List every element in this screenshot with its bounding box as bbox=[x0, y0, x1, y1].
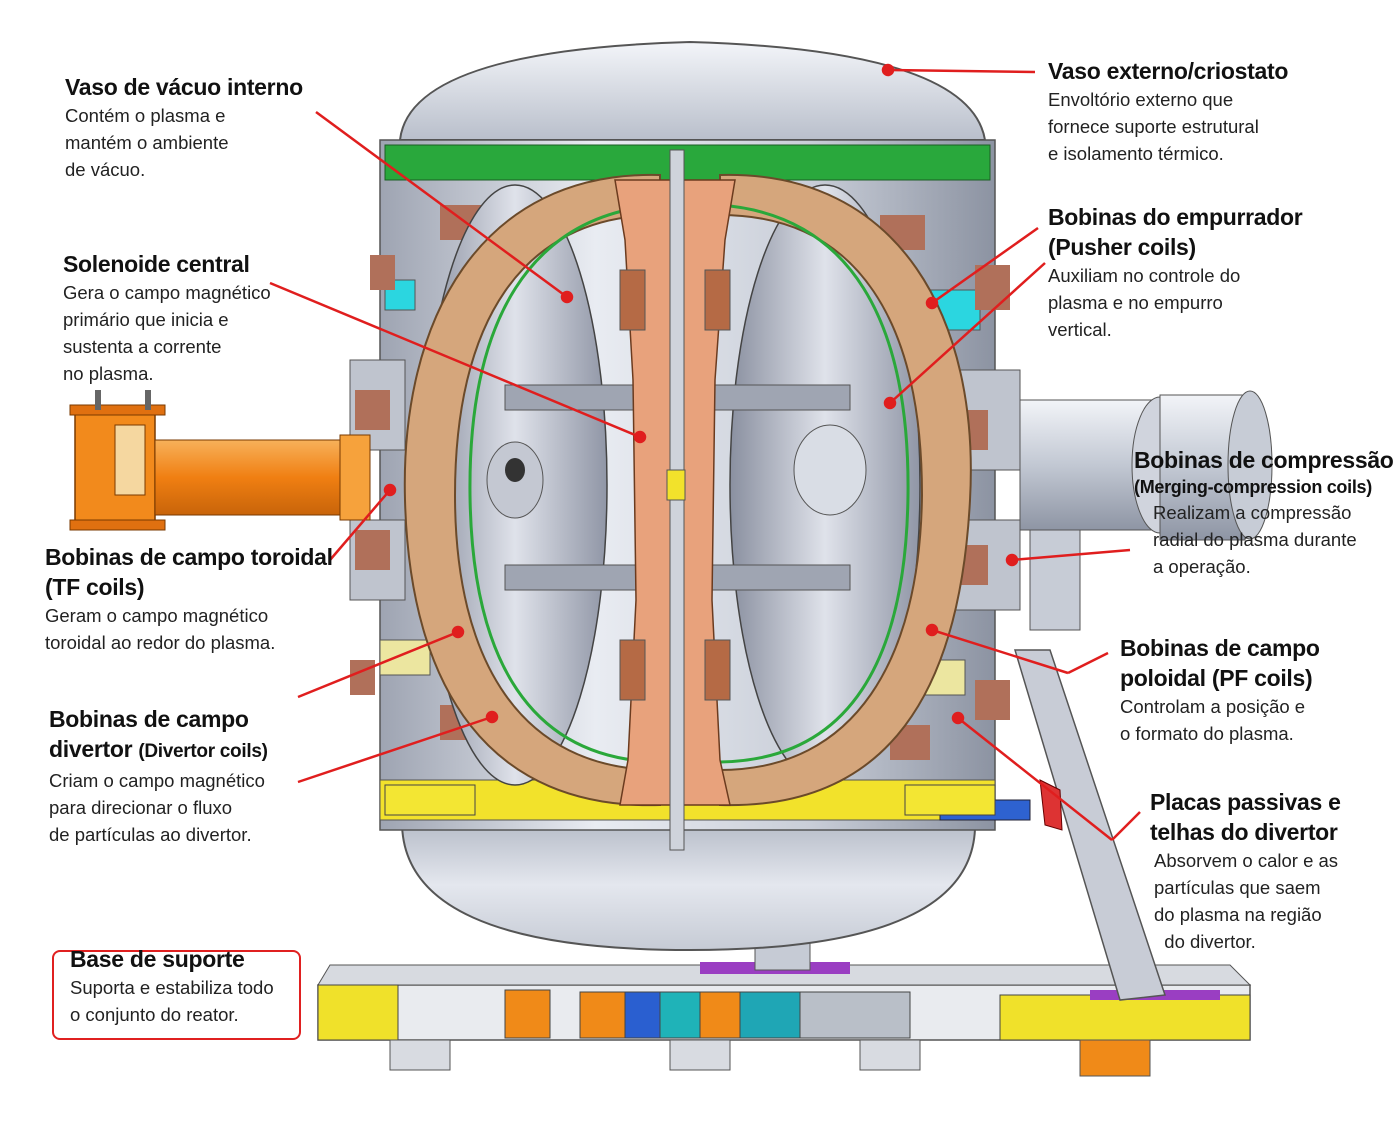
label-line: Contém o plasma e bbox=[65, 105, 226, 126]
label-title-2: (TF coils) bbox=[45, 574, 145, 600]
label-line: Realizam a compressão bbox=[1153, 502, 1352, 523]
right-port bbox=[1019, 390, 1273, 631]
label-vaso-vacuo: Vaso de vácuo interno Contém o plasma e … bbox=[65, 72, 303, 183]
label-line: o conjunto do reator. bbox=[70, 1004, 239, 1025]
label-title-2: (Pusher coils) bbox=[1048, 234, 1196, 260]
label-line: para direcionar o fluxo bbox=[49, 797, 233, 818]
label-line: o formato do plasma. bbox=[1120, 723, 1294, 744]
label-line: primário que inicia e bbox=[63, 309, 229, 330]
label-line: no plasma. bbox=[63, 363, 154, 384]
label-line: mantém o ambiente bbox=[65, 132, 229, 153]
label-divertor-coils: Bobinas de campo divertor (Divertor coil… bbox=[49, 704, 268, 848]
support-leg bbox=[1013, 649, 1167, 1001]
label-title: Vaso externo/criostato bbox=[1048, 58, 1289, 84]
label-title: Bobinas de campo bbox=[49, 706, 249, 732]
label-title-2: (Merging-compression coils) bbox=[1134, 477, 1372, 497]
label-line: Suporta e estabiliza todo bbox=[70, 977, 274, 998]
label-line: Gera o campo magnético bbox=[63, 282, 271, 303]
label-title-2: telhas do divertor bbox=[1150, 819, 1338, 845]
label-line: de vácuo. bbox=[65, 159, 146, 180]
label-line: plasma e no empurro bbox=[1048, 292, 1223, 313]
label-pf-coils: Bobinas de campo poloidal (PF coils) Con… bbox=[1120, 633, 1320, 747]
label-line: Geram o campo magnético bbox=[45, 605, 269, 626]
support-base bbox=[317, 962, 1252, 1077]
label-title: Placas passivas e bbox=[1150, 789, 1341, 815]
label-line: radial do plasma durante bbox=[1153, 529, 1357, 550]
label-line: Auxiliam no controle do bbox=[1048, 265, 1241, 286]
label-line: toroidal ao redor do plasma. bbox=[45, 632, 276, 653]
label-title-2b: (Divertor coils) bbox=[138, 741, 268, 762]
label-title-2a: divertor bbox=[49, 736, 139, 762]
label-line: fornece suporte estrutural bbox=[1048, 116, 1259, 137]
label-criostato: Vaso externo/criostato Envoltório extern… bbox=[1048, 56, 1288, 167]
label-line: Criam o campo magnético bbox=[49, 770, 265, 791]
label-title: Bobinas de campo bbox=[1120, 635, 1320, 661]
label-title: Bobinas de campo toroidal bbox=[45, 544, 333, 570]
leader-lines bbox=[269, 63, 1141, 841]
label-line: Envoltório externo que bbox=[1048, 89, 1234, 110]
label-title-2: divertor (Divertor coils) bbox=[49, 734, 268, 767]
label-solenoide: Solenoide central Gera o campo magnético… bbox=[63, 249, 271, 387]
label-title: Bobinas do empurrador bbox=[1048, 204, 1303, 230]
label-line: vertical. bbox=[1048, 319, 1112, 340]
label-pusher: Bobinas do empurrador (Pusher coils) Aux… bbox=[1048, 202, 1303, 343]
label-title-2: poloidal (PF coils) bbox=[1120, 665, 1313, 691]
label-title: Solenoide central bbox=[63, 251, 250, 277]
label-line: Absorvem o calor e as bbox=[1154, 850, 1339, 871]
label-title: Base de suporte bbox=[70, 946, 245, 972]
label-title: Bobinas de compressão bbox=[1134, 447, 1394, 473]
label-compressao: Bobinas de compressão (Merging-compressi… bbox=[1134, 445, 1394, 580]
base-callout-box bbox=[52, 950, 301, 1040]
left-port bbox=[69, 390, 371, 531]
central-solenoid bbox=[614, 149, 736, 851]
label-line: sustenta a corrente bbox=[63, 336, 222, 357]
label-line: do divertor. bbox=[1154, 931, 1256, 952]
label-tf-coils: Bobinas de campo toroidal (TF coils) Ger… bbox=[45, 542, 333, 656]
label-line: e isolamento térmico. bbox=[1048, 143, 1224, 164]
label-line: a operação. bbox=[1153, 556, 1251, 577]
label-base: Base de suporte Suporta e estabiliza tod… bbox=[70, 944, 274, 1028]
label-line: de partículas ao divertor. bbox=[49, 824, 252, 845]
label-line: Controlam a posição e bbox=[1120, 696, 1306, 717]
label-line: do plasma na região bbox=[1154, 904, 1322, 925]
label-line: partículas que saem bbox=[1154, 877, 1321, 898]
label-placas: Placas passivas e telhas do divertor Abs… bbox=[1150, 787, 1341, 955]
label-title: Vaso de vácuo interno bbox=[65, 74, 303, 100]
